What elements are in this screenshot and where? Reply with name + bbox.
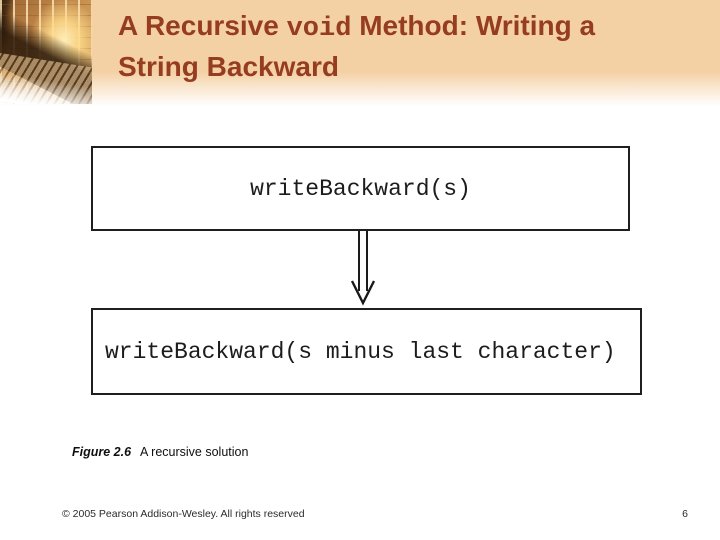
page-title: A Recursive void Method: Writing a Strin… [118, 7, 693, 85]
page-number: 6 [682, 508, 688, 520]
diagram-box-recursive-call-label: writeBackward(s minus last character) [105, 338, 616, 365]
title-code-keyword: void [286, 14, 352, 44]
figure-caption-text: A recursive solution [140, 445, 249, 459]
figure-caption: Figure 2.6 A recursive solution [72, 445, 248, 459]
title-banner [0, 0, 720, 106]
title-text-line2: String Backward [118, 51, 339, 82]
diagram-box-call-label: writeBackward(s) [250, 175, 471, 202]
diagram-box-call: writeBackward(s) [91, 146, 630, 231]
title-text-post: Method: Writing a [351, 10, 596, 41]
building-photo-decoration [0, 0, 92, 104]
copyright-notice: © 2005 Pearson Addison-Wesley. All right… [62, 508, 305, 520]
diagram-box-recursive-call: writeBackward(s minus last character) [91, 308, 642, 395]
figure-caption-label: Figure 2.6 [72, 445, 132, 459]
down-arrow-icon [350, 231, 376, 306]
title-text-pre: A Recursive [118, 10, 287, 41]
